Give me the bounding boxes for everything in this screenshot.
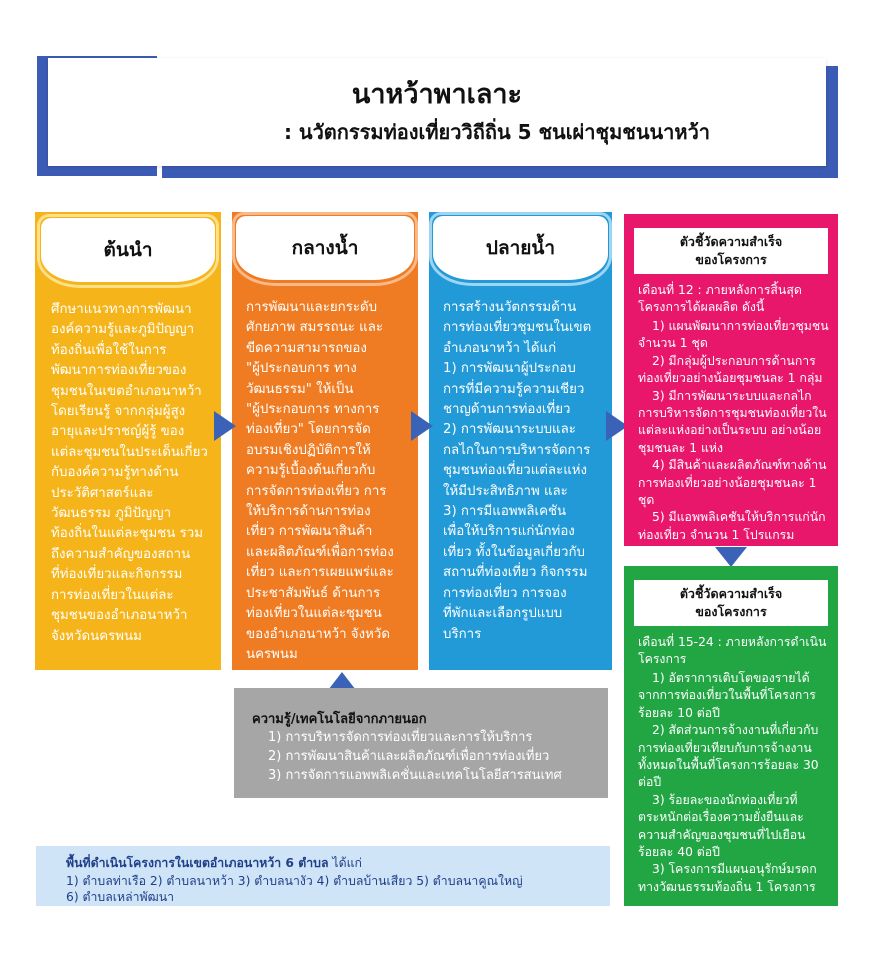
page-title: นาหว้าพาเลาะ — [351, 79, 523, 110]
kpi-item: 5) มีแอพพลิเคชันให้บริการแก่นักท่องเที่ย… — [638, 510, 826, 542]
external-knowledge-item: 3) การจัดการแอพพลิเคชั่นและเทคโนโลยีสารส… — [268, 768, 562, 783]
project-area-box: พื้นที่ดำเนินโครงการในเขตอำเภอนาหว้า 6 ต… — [36, 846, 610, 906]
column-midstream: กลางน้ำ การพัฒนาและยกระดับ ศักยภาพ สมรรถ… — [232, 212, 418, 670]
kpi-item: 2) มีกลุ่มผู้ประกอบการด้านการท่องเที่ยวอ… — [638, 353, 823, 386]
kpi-item: 4) มีสินค้าและผลิตภัณฑ์ทางด้านการท่องเที… — [638, 458, 827, 508]
kpi-title: ตัวชี้วัดความสำเร็จ ของโครงการ — [634, 228, 828, 274]
column-upstream-text: ศึกษาแนวทางการพัฒนา องค์ความรู้และภูมิปั… — [51, 302, 208, 644]
kpi-box-month-15-24: ตัวชี้วัดความสำเร็จ ของโครงการ เดือนที่ … — [624, 566, 838, 906]
arrow-right-icon — [411, 411, 433, 441]
project-area-line2: 6) ตำบลเหล่าพัฒนา — [66, 890, 175, 904]
column-midstream-tab-ring — [232, 212, 418, 286]
kpi-list: 1) อัตราการเติบโตของรายได้จากการท่องเที่… — [638, 670, 830, 896]
column-downstream-label: ปลายน้ำ — [433, 216, 608, 280]
column-midstream-label: กลางน้ำ — [236, 216, 414, 280]
column-downstream-text: การสร้างนวัตกรรมด้าน การท่องเที่ยวชุมชนใ… — [443, 300, 592, 642]
kpi-title-line1: ตัวชี้วัดความสำเร็จ — [679, 234, 783, 249]
project-area-title-bold: พื้นที่ดำเนินโครงการในเขตอำเภอนาหว้า 6 ต… — [66, 856, 329, 870]
kpi-heading: เดือนที่ 15-24 : ภายหลังการดำเนินโครงการ — [638, 635, 827, 667]
page-subtitle: : นวัตกรรมท่องเที่ยววิถีถิ่น 5 ชนเผ่าชุม… — [283, 120, 711, 144]
column-downstream-tab-ring — [429, 212, 612, 286]
kpi-heading: เดือนที่ 12 : ภายหลังการสิ้นสุดโครงการได… — [638, 283, 802, 315]
external-knowledge-item: 1) การบริหารจัดการท่องเที่ยวและการให้บริ… — [268, 730, 533, 745]
kpi-list: 1) แผนพัฒนาการท่องเที่ยวชุมชน จำนวน 1 ชุ… — [638, 318, 830, 544]
header-card: นาหว้าพาเลาะ : นวัตกรรมท่องเที่ยววิถีถิ่… — [48, 58, 826, 166]
project-area-title-rest: ได้แก่ — [328, 856, 362, 870]
kpi-title-line2: ของโครงการ — [695, 604, 767, 619]
column-upstream-tab-ring — [37, 214, 219, 288]
external-knowledge-box: ความรู้/เทคโนโลยีจากภายนอก 1) การบริหารจ… — [234, 688, 608, 798]
column-midstream-text: การพัฒนาและยกระดับ ศักยภาพ สมรรถนะ และ ข… — [246, 300, 394, 662]
kpi-title-line2: ของโครงการ — [695, 252, 767, 267]
kpi-item: 2) สัดส่วนการจ้างงานที่เกี่ยวกับการท่องเ… — [638, 723, 819, 790]
column-upstream-label: ต้นนำ — [41, 218, 215, 282]
arrow-right-icon — [606, 411, 628, 441]
kpi-item: 1) อัตราการเติบโตของรายได้จากการท่องเที่… — [638, 671, 816, 720]
column-downstream: ปลายน้ำ การสร้างนวัตกรรมด้าน การท่องเที่… — [429, 212, 612, 670]
project-area-line1: 1) ตำบลท่าเรือ 2) ตำบลนาหว้า 3) ตำบลนางั… — [66, 874, 523, 888]
external-knowledge-title: ความรู้/เทคโนโลยีจากภายนอก — [252, 712, 427, 727]
arrow-right-icon — [214, 411, 236, 441]
kpi-title-line1: ตัวชี้วัดความสำเร็จ — [679, 586, 783, 601]
external-knowledge-item: 2) การพัฒนาสินค้าและผลิตภัณฑ์เพื่อการท่อ… — [268, 749, 550, 764]
kpi-item: 3) โครงการมีแผนอนุรักษ์มรดกทางวัฒนธรรมท้… — [638, 862, 817, 894]
external-knowledge-list: 1) การบริหารจัดการท่องเที่ยวและการให้บริ… — [268, 728, 562, 785]
kpi-item: 3) มีการพัฒนาระบบและกลไกการบริหารจัดการช… — [638, 388, 827, 455]
kpi-item: 3) ร้อยละของนักท่องเที่ยวที่ตระหนักต่อเร… — [638, 792, 806, 860]
kpi-title: ตัวชี้วัดความสำเร็จ ของโครงการ — [634, 580, 828, 626]
project-area-title: พื้นที่ดำเนินโครงการในเขตอำเภอนาหว้า 6 ต… — [66, 854, 362, 873]
kpi-box-month-12: ตัวชี้วัดความสำเร็จ ของโครงการ เดือนที่ … — [624, 214, 838, 546]
kpi-item: 1) แผนพัฒนาการท่องเที่ยวชุมชน จำนวน 1 ชุ… — [638, 319, 829, 351]
column-upstream: ต้นนำ ศึกษาแนวทางการพัฒนา องค์ความรู้และ… — [35, 212, 221, 670]
arrow-down-icon — [715, 547, 747, 567]
